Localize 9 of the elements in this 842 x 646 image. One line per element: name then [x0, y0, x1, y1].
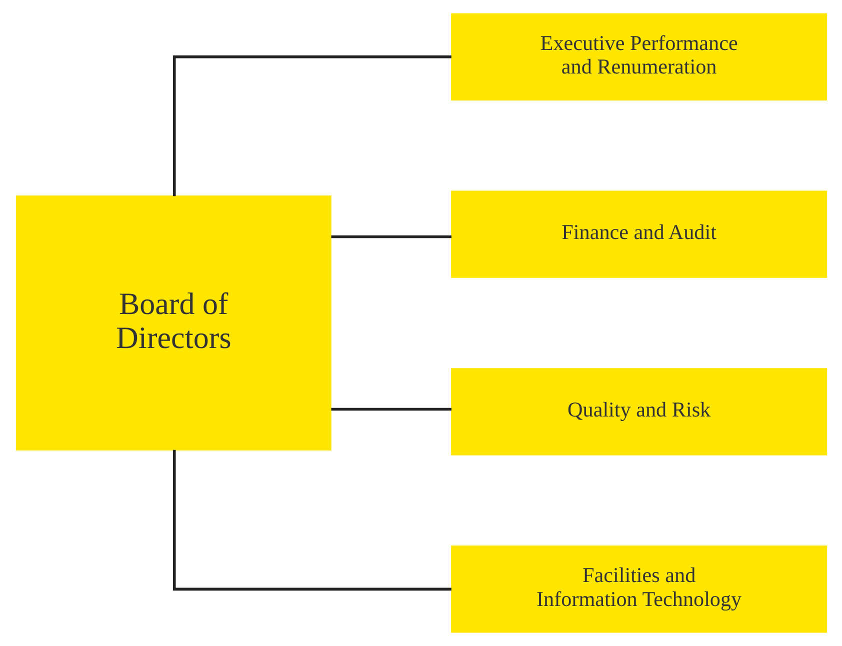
connector [330, 408, 451, 411]
connector [172, 450, 451, 591]
node-box: Finance and Audit [450, 190, 827, 278]
node-box: Quality and Risk [450, 368, 827, 456]
node-box: Board of Directors [15, 196, 331, 450]
node-box: Facilities and Information Technology [450, 546, 827, 633]
connector [172, 55, 451, 196]
connector [330, 235, 451, 238]
node-box: Executive Performance and Renumeration [450, 13, 827, 100]
